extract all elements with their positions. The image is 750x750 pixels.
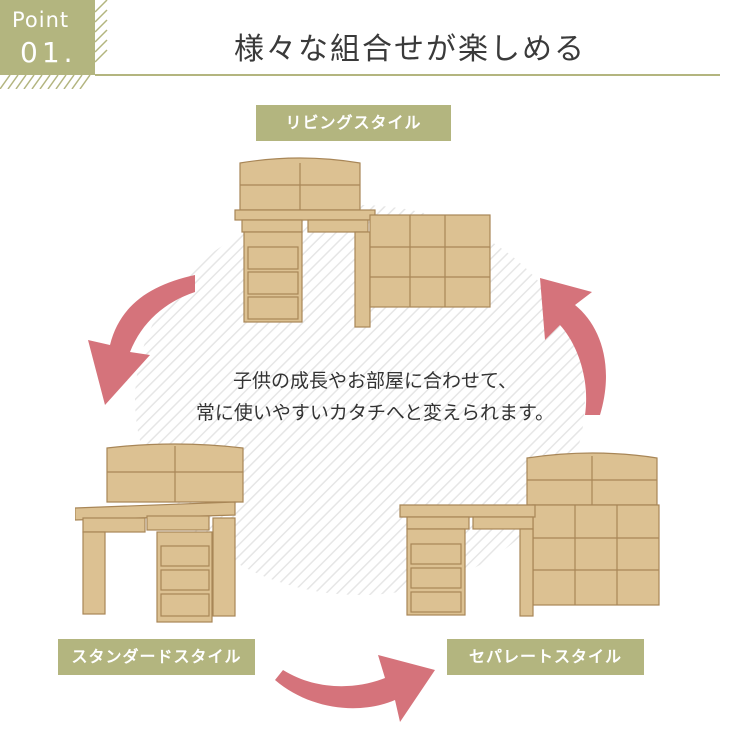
hatch-decoration-side <box>95 0 108 63</box>
description-line-2: 常に使いやすいカタチへと変えられます。 <box>195 402 555 424</box>
page-title: 様々な組合せが楽しめる <box>234 32 586 67</box>
label-standard-style: スタンダードスタイル <box>58 639 255 675</box>
cycle-arrow-icon <box>88 275 195 405</box>
point-badge-label: Point <box>12 8 70 32</box>
separate-style-furniture <box>399 452 660 617</box>
title-divider <box>95 74 720 76</box>
point-badge: Point 01. <box>0 0 95 75</box>
label-separate-style: セパレートスタイル <box>447 639 644 675</box>
description-line-1: 子供の成長やお部屋に合わせて、 <box>232 370 518 392</box>
center-description: 子供の成長やお部屋に合わせて、 常に使いやすいカタチへと変えられます。 <box>120 365 630 429</box>
living-style-furniture <box>234 157 491 328</box>
cycle-arrow-icon <box>275 655 435 722</box>
standard-style-furniture <box>75 443 244 623</box>
cycle-arrow-icon <box>540 278 606 415</box>
label-living-style: リビングスタイル <box>256 105 451 141</box>
hatch-decoration <box>0 75 91 89</box>
point-badge-number: 01. <box>20 36 77 69</box>
